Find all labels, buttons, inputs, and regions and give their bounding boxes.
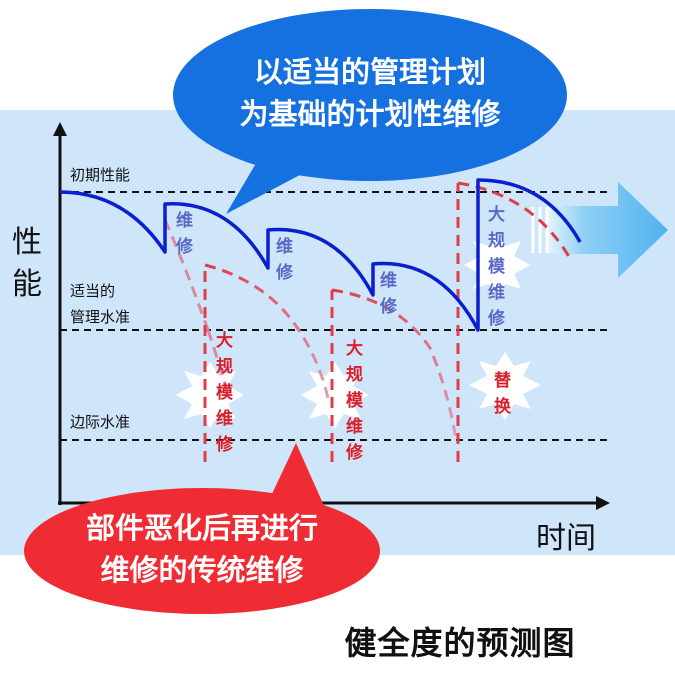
svg-text:维: 维 [276,236,293,257]
svg-text:大: 大 [346,338,363,359]
bubble-bottom-line-2: 维修的传统维修 [100,553,304,587]
burst-1 [176,362,244,428]
svg-text:模: 模 [488,256,506,277]
traditional-decay-1b [206,329,230,396]
svg-text:维: 维 [488,282,505,303]
x-axis-label: 时间 [536,521,596,556]
y-axis-label-2: 能 [12,267,42,302]
svg-text:规: 规 [488,231,505,251]
y-axis-arrowhead [53,122,67,136]
maintenance-label-2: 维 修 [275,236,294,283]
svg-text:修: 修 [379,296,398,317]
appropriate-level-label: 适当的 [70,282,115,300]
diagram-caption: 健全度的预测图 [344,624,576,662]
appropriate-level-label-2: 管理水准 [70,308,130,326]
svg-text:规: 规 [216,357,233,377]
major-maintenance-label-1: 大 规 模 维 修 [215,330,234,455]
svg-text:修: 修 [487,308,506,329]
bubble-top-line-2: 为基础的计划性维修 [239,97,501,131]
future-arrow [548,182,668,278]
traditional-maintenance-bubble: 部件恶化后再进行 维修的传统维修 [24,443,380,614]
traditional-decay-3 [331,288,458,441]
traditional-decay-2 [204,263,330,399]
traditional-decay-1 [163,219,210,331]
svg-text:修: 修 [345,442,364,463]
traditional-curves [163,181,574,462]
chart-panel [0,110,675,555]
bubble-top-line-1: 以适当的管理计划 [254,55,486,89]
burst-2 [301,362,369,428]
svg-text:模: 模 [346,390,364,411]
svg-text:维: 维 [346,416,363,437]
svg-text:模: 模 [216,382,234,403]
traditional-decay-4 [457,181,574,263]
svg-text:替: 替 [494,370,512,391]
svg-text:大: 大 [488,204,505,225]
bubble-bottom-line-1: 部件恶化后再进行 [86,511,318,545]
x-axis-arrowhead [596,496,610,510]
svg-text:修: 修 [175,236,194,257]
svg-text:换: 换 [494,396,512,417]
major-maintenance-label-planned: 大 规 模 维 修 [487,204,506,329]
svg-text:维: 维 [380,270,397,291]
y-axis-label-1: 性 [12,225,42,260]
maintenance-label-1: 维 修 [175,210,194,257]
svg-text:修: 修 [215,434,234,455]
marginal-level-label: 边际水准 [70,413,130,431]
svg-text:大: 大 [216,330,233,351]
svg-text:维: 维 [176,210,193,231]
maintenance-label-3: 维 修 [379,270,398,317]
initial-level-label: 初期性能 [70,166,130,184]
burst-marks [176,232,541,428]
svg-text:维: 维 [216,408,233,429]
planned-maintenance-bubble: 以适当的管理计划 为基础的计划性维修 [173,9,567,214]
svg-text:修: 修 [275,262,294,283]
svg-text:规: 规 [346,365,363,385]
major-maintenance-label-2: 大 规 模 维 修 [345,338,364,463]
planned-curve [59,178,582,332]
burst-3 [469,352,541,420]
replacement-label: 替 换 [494,370,512,417]
burst-4 [464,232,530,298]
